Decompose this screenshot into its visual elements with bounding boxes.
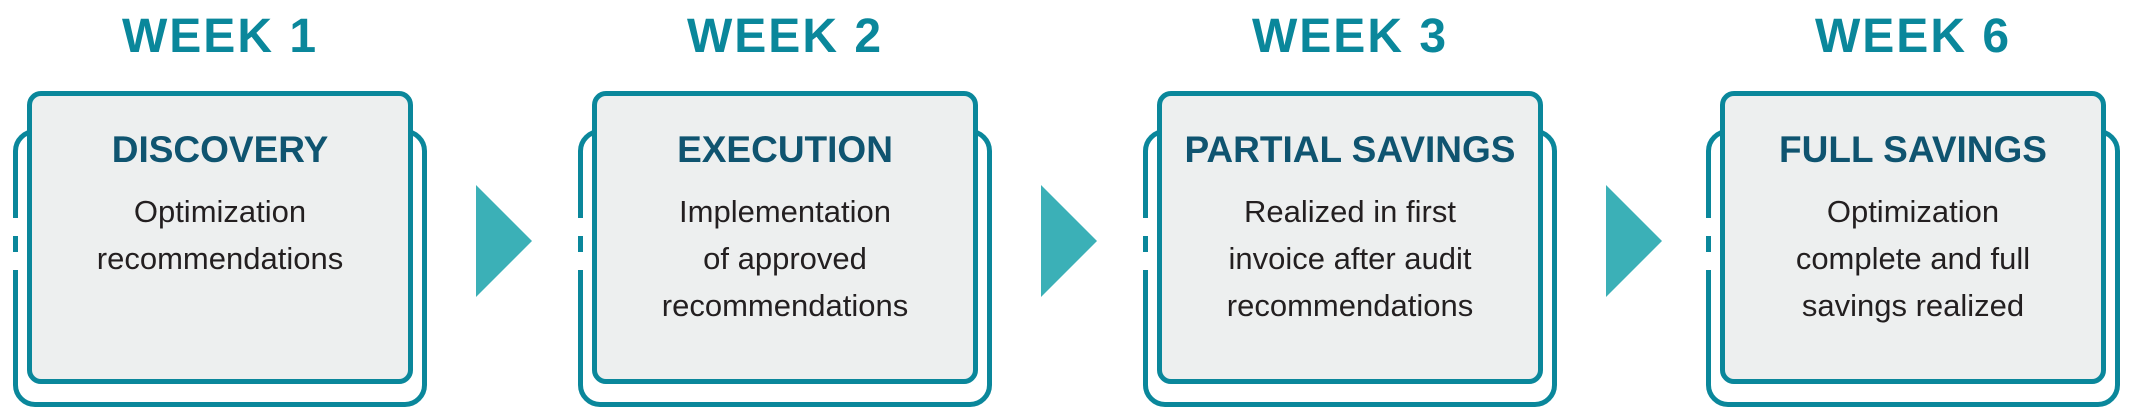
description-line: Optimization xyxy=(133,194,307,229)
description-line: recommendations xyxy=(96,241,344,276)
step-card: FULL SAVINGS Optimization complete and f… xyxy=(1720,91,2106,384)
step-title: EXECUTION xyxy=(677,129,893,170)
frame-gap xyxy=(1705,218,1713,236)
frame-gap xyxy=(577,218,585,236)
week-label: WEEK 2 xyxy=(686,10,884,63)
arrow-right-icon xyxy=(1606,185,1662,297)
description-line: Optimization xyxy=(1826,194,2000,229)
step-description: Implementation of approved recommendatio… xyxy=(597,188,973,329)
timeline-step-week-6: WEEK 6 FULL SAVINGS Optimization complet… xyxy=(1705,0,2126,413)
frame-gap xyxy=(12,218,20,236)
step-description: Realized in first invoice after audit re… xyxy=(1162,188,1538,329)
frame-gap xyxy=(12,252,20,270)
description-line: of approved xyxy=(703,241,867,276)
step-card: DISCOVERY Optimization recommendations xyxy=(27,91,413,384)
week-label: WEEK 1 xyxy=(121,10,319,63)
timeline-step-week-3: WEEK 3 PARTIAL SAVINGS Realized in first… xyxy=(1142,0,1563,413)
description-line: Realized in first xyxy=(1244,194,1456,229)
arrow-right-icon xyxy=(476,185,532,297)
frame-gap xyxy=(1705,252,1713,270)
frame-gap xyxy=(577,252,585,270)
arrow-right-icon xyxy=(1041,185,1097,297)
description-line: recommendations xyxy=(661,288,909,323)
step-description: Optimization recommendations xyxy=(32,188,408,282)
description-line: complete and full xyxy=(1795,241,2031,276)
step-card: EXECUTION Implementation of approved rec… xyxy=(592,91,978,384)
step-description: Optimization complete and full savings r… xyxy=(1725,188,2101,329)
description-line: recommendations xyxy=(1226,288,1474,323)
description-line: invoice after audit xyxy=(1228,241,1472,276)
week-label: WEEK 3 xyxy=(1251,10,1449,63)
description-line: savings realized xyxy=(1801,288,2025,323)
step-title: DISCOVERY xyxy=(111,129,329,170)
frame-gap xyxy=(1142,218,1150,236)
description-line: Implementation xyxy=(679,194,891,229)
step-title: FULL SAVINGS xyxy=(1779,129,2047,170)
timeline-step-week-1: WEEK 1 DISCOVERY Optimization recommenda… xyxy=(12,0,433,413)
frame-gap xyxy=(1142,252,1150,270)
step-title: PARTIAL SAVINGS xyxy=(1184,129,1516,170)
week-label: WEEK 6 xyxy=(1814,10,2012,63)
step-card: PARTIAL SAVINGS Realized in first invoic… xyxy=(1157,91,1543,384)
timeline-step-week-2: WEEK 2 EXECUTION Implementation of appro… xyxy=(577,0,998,413)
